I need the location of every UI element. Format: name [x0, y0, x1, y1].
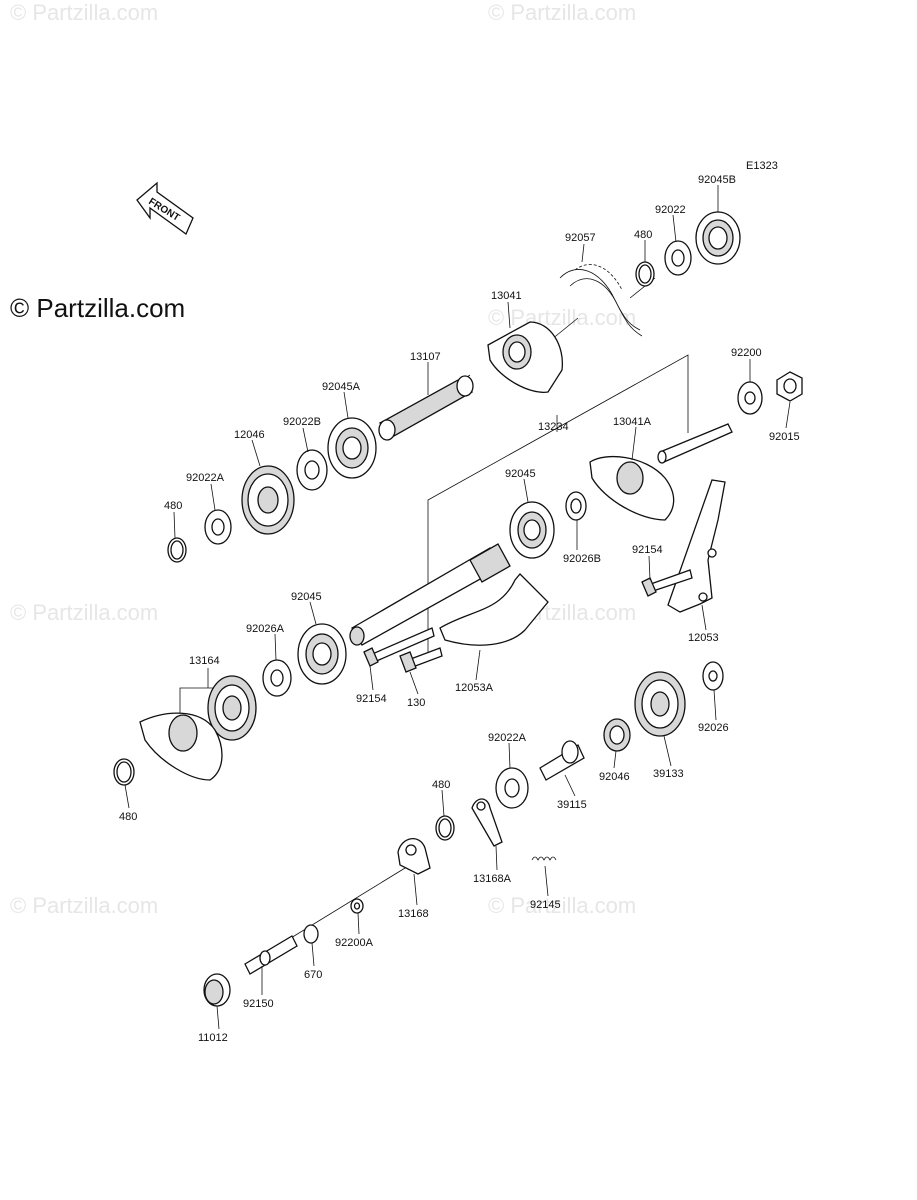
- label-13234: 13234: [538, 421, 569, 433]
- nut-92015: [776, 371, 803, 402]
- label-12053: 12053: [688, 632, 719, 644]
- bearing-92045-mid: [509, 501, 555, 559]
- label-92045B: 92045B: [698, 174, 736, 186]
- label-92045-mid: 92045: [505, 468, 536, 480]
- washer-92200: [737, 381, 763, 415]
- circlip-480-left: [167, 537, 187, 563]
- washer-92022-top: [664, 240, 692, 276]
- bolt-92154-mid: [363, 627, 435, 667]
- circlip-480-bottom: [113, 758, 135, 786]
- shaft-13107: [378, 375, 474, 441]
- washer-92022B: [296, 449, 328, 491]
- shaft-92150: [244, 935, 298, 975]
- label-92022A-mid: 92022A: [488, 732, 527, 744]
- label-12053A: 12053A: [455, 682, 494, 694]
- bolt-130: [399, 647, 443, 673]
- label-13041A: 13041A: [613, 416, 652, 428]
- shaft-39115: [539, 740, 585, 781]
- label-92045A: 92045A: [322, 381, 361, 393]
- circlip-480-lower: [435, 815, 455, 841]
- gear-39133: [634, 671, 686, 737]
- label-39115: 39115: [557, 799, 587, 811]
- needle-bearing-92046: [603, 718, 631, 752]
- label-480-left: 480: [164, 500, 182, 512]
- washer-92026: [702, 661, 724, 691]
- cap-11012: [203, 973, 231, 1007]
- bearing-92045B: [695, 211, 741, 265]
- front-arrow-icon: FRONT: [136, 181, 194, 235]
- bearing-92045-left: [297, 623, 347, 685]
- watermark: © Partzilla.com: [10, 600, 159, 625]
- label-92022A-left: 92022A: [186, 472, 225, 484]
- label-92026: 92026: [698, 722, 729, 734]
- watermark: © Partzilla.com: [488, 305, 637, 330]
- label-130: 130: [407, 697, 425, 709]
- partzilla-logo: © Partzilla.com: [10, 293, 186, 323]
- oring-670: [303, 924, 319, 944]
- label-92022B: 92022B: [283, 416, 321, 428]
- label-13168: 13168: [398, 908, 429, 920]
- bearing-92045A: [327, 417, 377, 479]
- bracket-12053A: [439, 573, 549, 646]
- diagram-code: E1323: [746, 160, 778, 172]
- label-92200A: 92200A: [335, 937, 374, 949]
- washer-92200A: [350, 898, 364, 914]
- label-92154-mid: 92154: [356, 693, 387, 705]
- washer-92026A: [262, 659, 292, 697]
- sprocket-12046: [241, 465, 295, 535]
- shaft-13234: [349, 543, 511, 646]
- washer-92026B: [565, 491, 587, 521]
- label-39133: 39133: [653, 768, 684, 780]
- label-13041: 13041: [491, 290, 522, 302]
- label-11012: 11012: [198, 1032, 228, 1044]
- washer-92022A-mid: [495, 767, 529, 809]
- watermark: © Partzilla.com: [10, 893, 159, 918]
- chain-92057: [559, 264, 643, 337]
- bolt-92154-right: [641, 569, 693, 597]
- label-92145: 92145: [530, 899, 561, 911]
- shaft-bolt: [657, 423, 733, 464]
- label-13107: 13107: [410, 351, 441, 363]
- label-92150: 92150: [243, 998, 274, 1010]
- sprocket-13164: [207, 675, 257, 741]
- label-480-top: 480: [634, 229, 652, 241]
- watermark: © Partzilla.com: [488, 893, 637, 918]
- label-480-bottom: 480: [119, 811, 137, 823]
- label-13168A: 13168A: [473, 873, 512, 885]
- label-13164: 13164: [189, 655, 220, 667]
- label-92026A: 92026A: [246, 623, 285, 635]
- lever-13168A: [471, 798, 503, 847]
- label-12046: 12046: [234, 429, 265, 441]
- label-92026B: 92026B: [563, 553, 601, 565]
- label-92200: 92200: [731, 347, 762, 359]
- label-92015: 92015: [769, 431, 800, 443]
- spring-92145: [531, 856, 557, 861]
- guide-13164: [139, 712, 223, 781]
- guide-13041A: [589, 456, 675, 521]
- watermark: © Partzilla.com: [10, 0, 159, 25]
- watermark: © Partzilla.com: [488, 0, 637, 25]
- bracket-12053: [667, 479, 726, 613]
- label-92154-right: 92154: [632, 544, 663, 556]
- guide-13041: [487, 321, 564, 393]
- label-92045-left: 92045: [291, 591, 322, 603]
- lever-13168: [397, 838, 431, 875]
- label-480-lower: 480: [432, 779, 450, 791]
- label-92022-top: 92022: [655, 204, 686, 216]
- circlip-480-top: [635, 261, 655, 287]
- label-92057: 92057: [565, 232, 596, 244]
- label-92046: 92046: [599, 771, 630, 783]
- washer-92022A-left: [204, 509, 232, 545]
- label-670: 670: [304, 969, 322, 981]
